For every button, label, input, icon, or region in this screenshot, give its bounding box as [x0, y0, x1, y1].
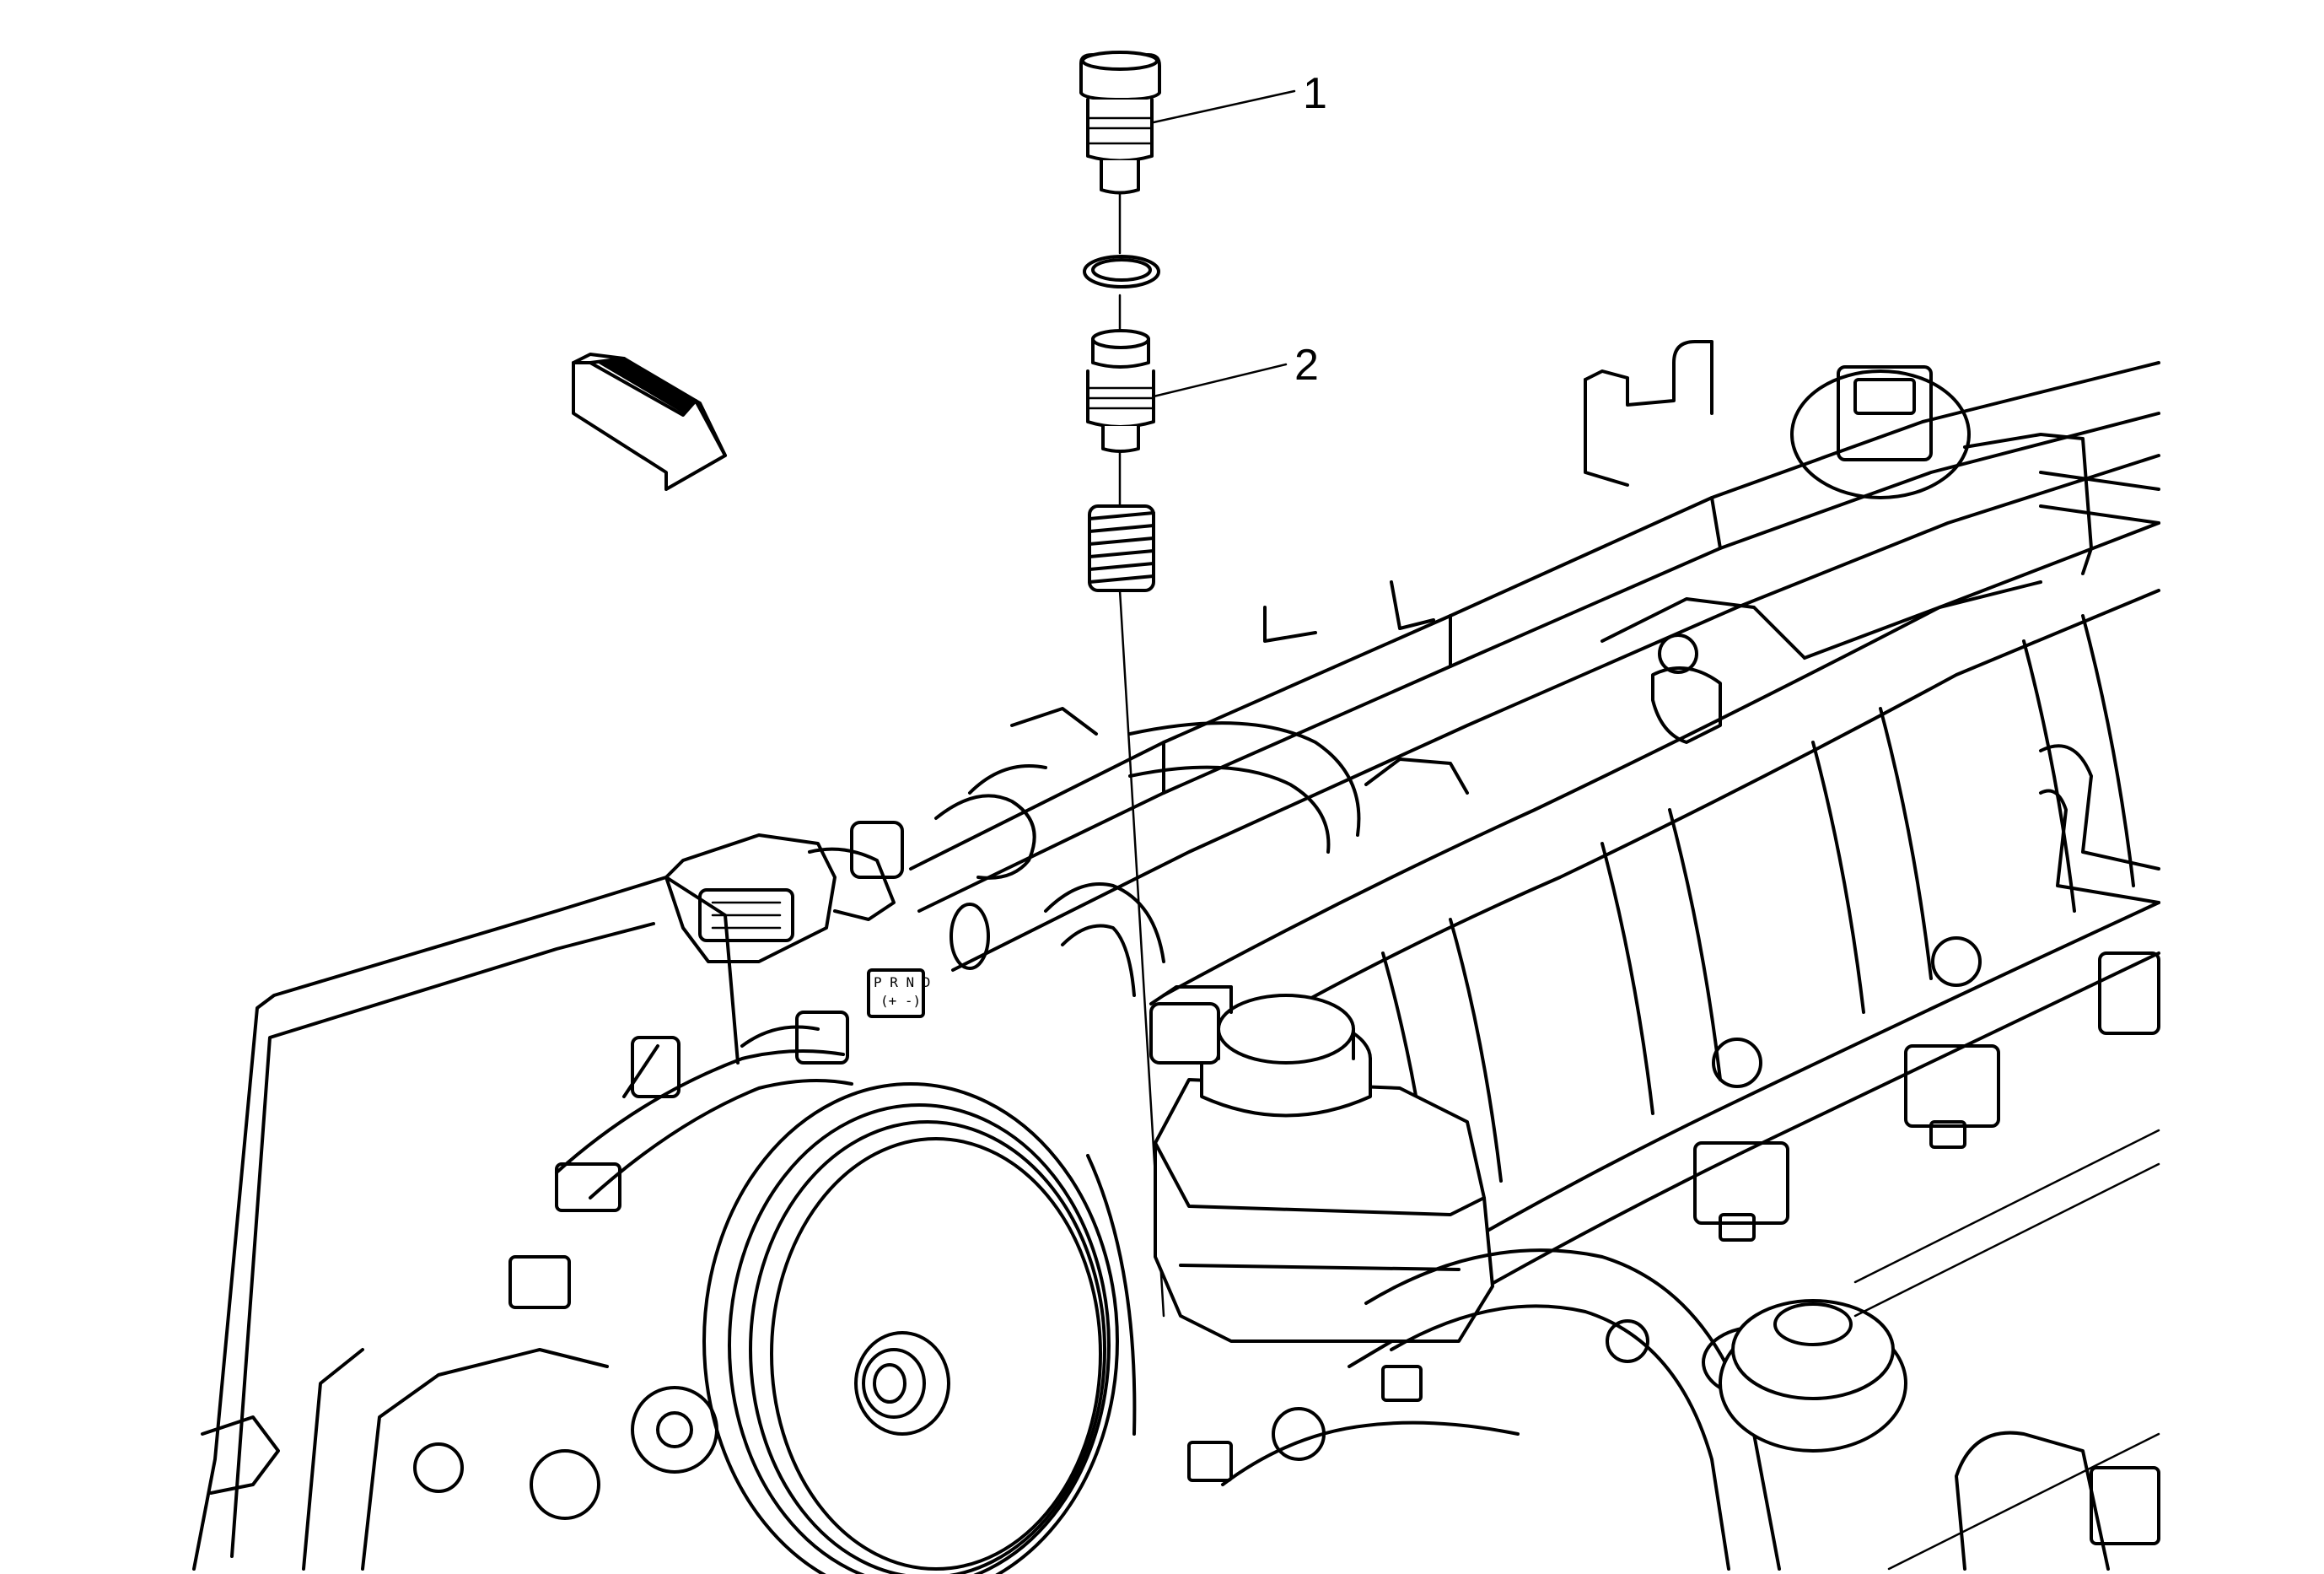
mounting-bolts [1187, 1319, 1649, 1486]
exploded-component-stack [1079, 51, 1296, 1318]
sensor-connectors [664, 764, 1047, 963]
vacuum-hoses [1044, 721, 2160, 997]
part-2-valve [1086, 329, 1155, 453]
power-steering-reservoir [1149, 985, 1494, 1343]
ignition-coils [1658, 633, 2160, 1242]
coolant-hose [1364, 1248, 1907, 1571]
embossed-gear-marks: P R N D [874, 974, 930, 990]
o-ring [1083, 255, 1160, 288]
callout-1-leader [1152, 89, 1296, 124]
view-direction-arrow-icon [572, 353, 727, 491]
callout-2-label: 2 [1294, 341, 1319, 390]
callout-1-label: 1 [1303, 69, 1327, 118]
callout-2-leader [1152, 363, 1288, 398]
crankshaft-pulley [702, 1082, 1137, 1574]
lower-right-connector [1853, 1129, 2160, 1571]
valley-brackets [1010, 580, 1722, 795]
wiring-harness [555, 1011, 853, 1199]
fuel-rail [909, 361, 2160, 972]
throttle-body-sensor [1584, 340, 2160, 575]
embossed-gear-label: P R N D (+ -) [867, 968, 930, 1018]
part-1-plug [1079, 51, 1161, 195]
embossed-gear-sub: (+ -) [880, 993, 921, 1009]
engine-assembly: P R N D (+ -) [192, 340, 2160, 1574]
front-timing-cover [192, 876, 740, 1571]
spring [1088, 504, 1155, 592]
intake-manifold [1162, 521, 2160, 1368]
